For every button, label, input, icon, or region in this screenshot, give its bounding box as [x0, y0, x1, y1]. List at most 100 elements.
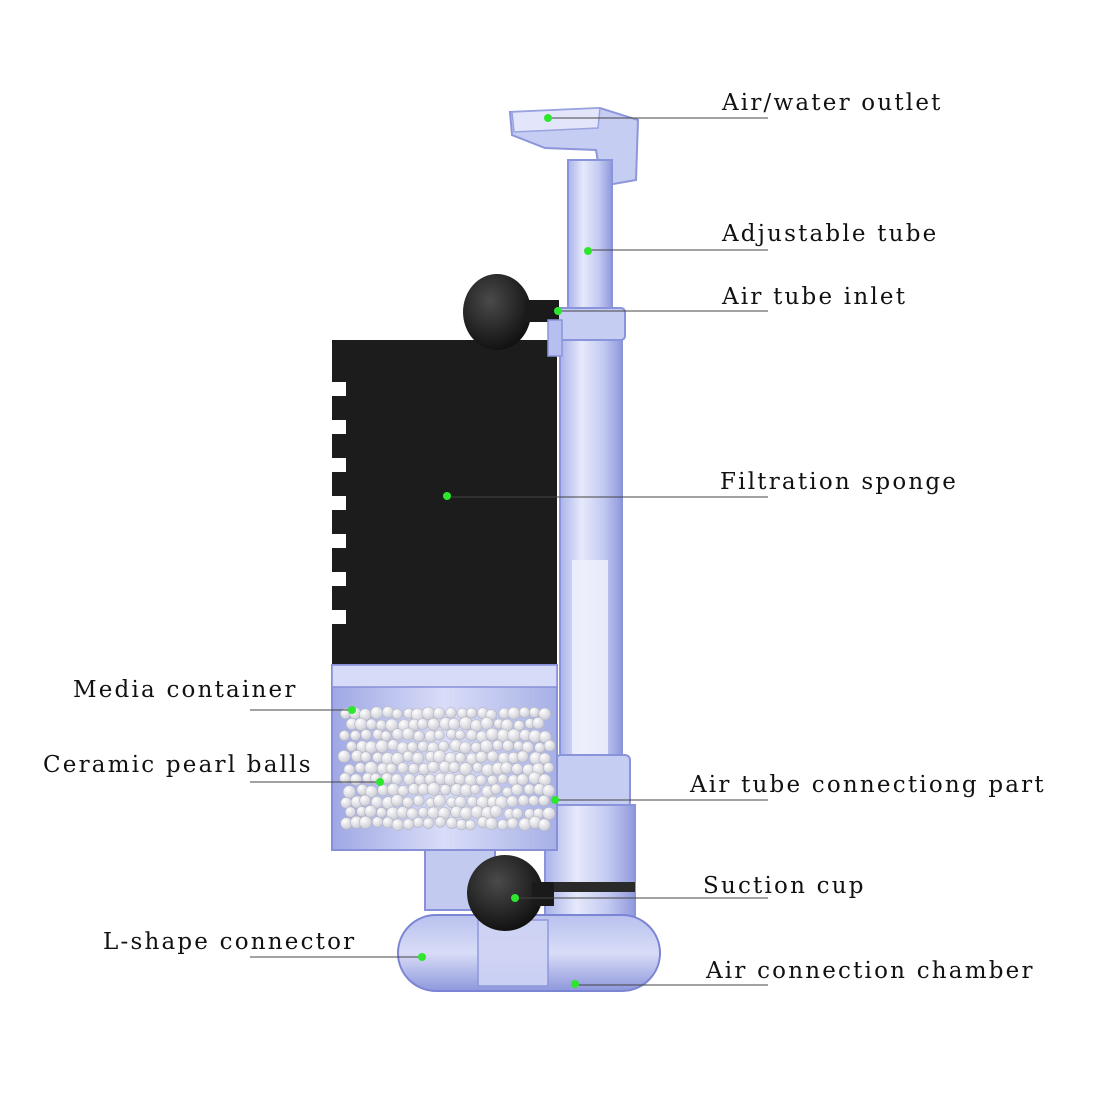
ceramic-ball — [448, 761, 461, 774]
label-ceramic-pearl-balls: Ceramic pearl balls — [43, 752, 313, 778]
ceramic-ball — [337, 750, 351, 763]
ceramic-ball — [486, 750, 499, 763]
ceramic-ball — [507, 728, 521, 743]
ceramic-ball — [500, 761, 513, 775]
ceramic-ball — [391, 708, 403, 720]
ceramic-ball — [359, 794, 371, 807]
ceramic-ball — [542, 762, 554, 774]
label-l-shape-connector: L-shape connector — [103, 929, 357, 955]
ceramic-ball — [439, 783, 452, 796]
ceramic-ball — [516, 773, 529, 786]
ceramic-ball — [408, 763, 420, 775]
ceramic-ball — [402, 796, 414, 809]
ceramic-ball — [534, 742, 546, 754]
leader-lines — [250, 117, 768, 986]
ceramic-ball — [506, 795, 519, 808]
ceramic-ball — [434, 816, 446, 828]
ceramic-ball — [376, 807, 387, 818]
ceramic-ball — [538, 707, 552, 721]
ceramic-ball — [454, 752, 466, 764]
ceramic-ball — [458, 716, 473, 731]
ceramic-ball — [402, 818, 415, 831]
ceramic-ball — [497, 773, 509, 785]
ceramic-ball — [497, 819, 509, 831]
marker-dot — [584, 247, 592, 255]
ceramic-ball — [490, 783, 502, 795]
ceramic-ball — [475, 774, 487, 786]
ceramic-ball — [364, 761, 378, 775]
ceramic-ball — [464, 819, 476, 831]
marker-dot — [554, 307, 562, 315]
ceramic-ball — [433, 707, 446, 720]
ceramic-ball — [532, 716, 545, 730]
ceramic-ball — [433, 729, 445, 741]
ceramic-ball — [412, 794, 425, 807]
label-suction-cup: Suction cup — [703, 873, 866, 899]
filtration-sponge — [332, 340, 557, 665]
ceramic-ball — [360, 751, 372, 763]
ceramic-ball — [358, 815, 372, 829]
ceramic-ball — [381, 706, 394, 719]
marker-dot — [571, 980, 579, 988]
ceramic-ball — [385, 762, 397, 774]
ceramic-ball — [432, 794, 446, 808]
ceramic-ball — [507, 706, 521, 720]
ceramic-ball — [529, 706, 540, 718]
ceramic-ball — [391, 818, 404, 831]
ceramic-ball — [417, 807, 429, 818]
ceramic-ball — [427, 717, 440, 731]
ceramic-ball — [518, 706, 531, 719]
ceramic-ball — [421, 706, 436, 720]
ceramic-ball — [375, 739, 389, 753]
label-air-water-outlet: Air/water outlet — [722, 90, 943, 116]
ceramic-ball — [485, 727, 499, 742]
ceramic-ball — [511, 807, 523, 820]
ceramic-ball — [528, 795, 540, 807]
ceramic-ball — [344, 806, 356, 818]
ceramic-ball — [537, 818, 551, 832]
ceramic-ball — [354, 762, 366, 774]
ceramic-ball — [484, 817, 498, 831]
ceramic-ball — [390, 794, 404, 807]
ceramic-ball — [523, 783, 535, 796]
ceramic-ball — [542, 784, 555, 798]
label-media-container: Media container — [73, 677, 298, 703]
ceramic-ball — [426, 782, 441, 796]
marker-dot — [511, 894, 519, 902]
ceramic-ball — [346, 740, 357, 752]
ceramic-ball — [538, 794, 550, 807]
ceramic-ball — [364, 805, 377, 818]
ceramic-ball — [469, 784, 481, 795]
label-adjustable-tube: Adjustable tube — [722, 221, 939, 247]
ceramic-ball — [417, 740, 429, 753]
ceramic-ball — [543, 739, 556, 752]
ceramic-ball — [466, 795, 479, 808]
base-connector — [397, 914, 661, 992]
ceramic-ball — [416, 718, 429, 730]
ceramic-ball — [391, 728, 404, 741]
ceramic-ball — [459, 762, 473, 776]
ceramic-ball — [459, 806, 473, 820]
ceramic-ball — [354, 717, 368, 731]
ceramic-ball — [445, 707, 457, 719]
top-suction-cup — [463, 274, 563, 357]
ceramic-ball — [454, 729, 466, 741]
label-air-connection-chamber: Air connection chamber — [706, 958, 1035, 984]
ceramic-ball — [475, 750, 488, 764]
ceramic-ball — [459, 741, 472, 754]
ceramic-ball — [401, 727, 415, 741]
ceramic-ball — [510, 783, 524, 796]
label-air-tube-connecting-part: Air tube connectiong part — [690, 772, 1046, 798]
ceramic-ball — [338, 730, 350, 741]
ceramic-ball — [517, 794, 530, 807]
ceramic-ball — [521, 741, 534, 754]
ceramic-ball — [480, 716, 494, 730]
ceramic-ball — [506, 817, 519, 830]
ceramic-ball — [370, 706, 384, 720]
label-filtration-sponge: Filtration sponge — [720, 469, 959, 495]
ceramic-balls — [337, 706, 556, 832]
ceramic-ball — [492, 739, 504, 751]
ceramic-ball — [364, 785, 378, 799]
